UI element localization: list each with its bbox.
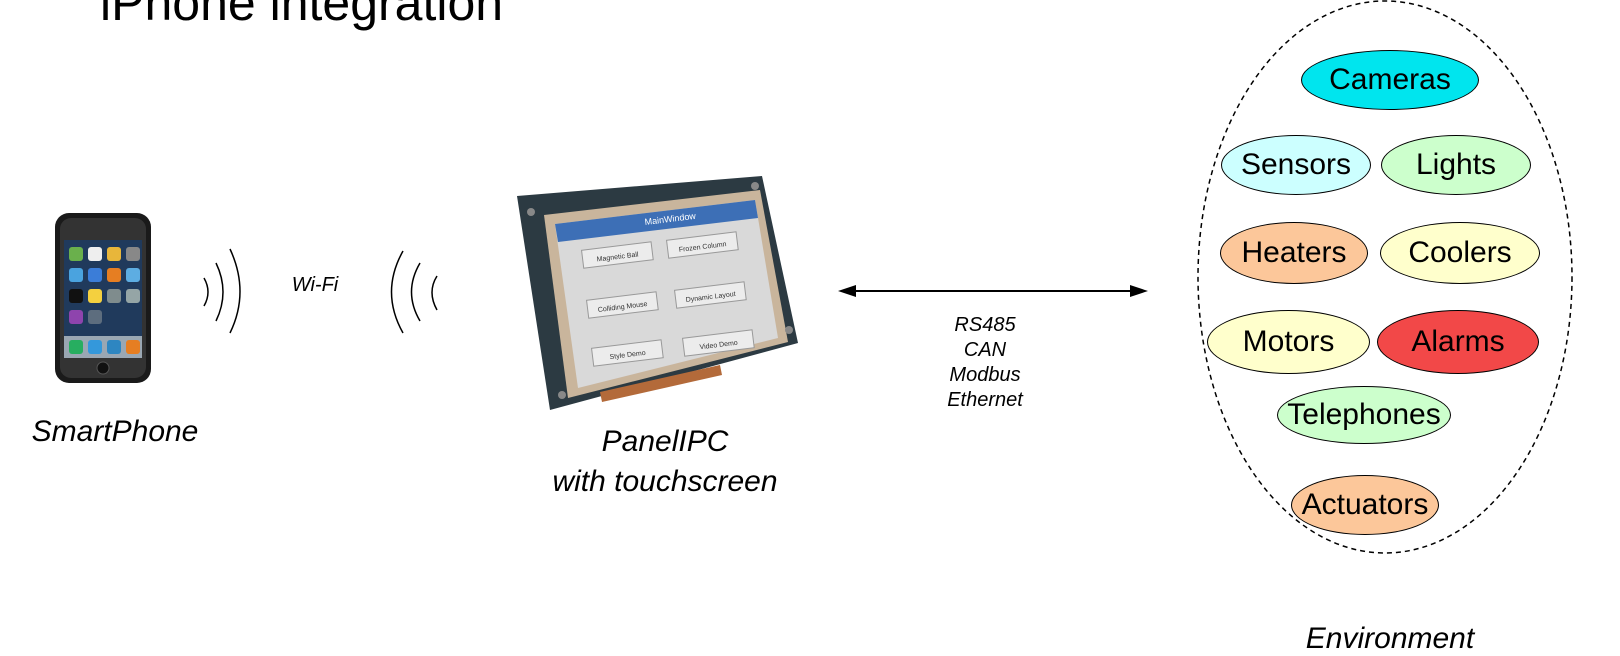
protocol-item: Ethernet [947,389,1023,411]
environment-boundary [1197,0,1573,554]
protocol-item: Modbus [949,364,1021,386]
panelpc-label-line2: with touchscreen [552,465,778,498]
protocol-list: RS485 CAN Modbus Ethernet [900,313,1070,413]
smartphone-image [55,213,151,383]
panel-screen-button: Colliding Mouse [585,291,659,319]
env-item-cameras: Cameras [1301,50,1479,110]
panelpc-image [517,176,798,410]
env-item-lights: Lights [1381,135,1531,195]
panel-screen-button: Dynamic Layout [673,281,747,309]
env-item-telephones: Telephones [1277,386,1451,444]
panelpc-label: PanelIPC with touchscreen [505,422,825,502]
panel-screen-button: Frozen Column [665,231,739,259]
protocol-item: RS485 [954,314,1016,336]
wifi-waves-right-icon [390,250,438,334]
protocol-item: CAN [963,339,1007,361]
panel-screen-button-label: Style Demo [609,350,646,361]
bidirectional-arrow-icon [838,285,1148,297]
wifi-label: Wi-Fi [291,274,339,296]
env-item-coolers: Coolers [1380,222,1540,284]
wifi-waves-left-icon [203,248,241,334]
env-item-actuators: Actuators [1291,475,1439,535]
env-item-motors: Motors [1207,310,1370,374]
environment-label: Environment [1305,622,1475,655]
panelpc-label-line1: PanelIPC [601,425,729,458]
page-title: iPhone integration [100,0,504,31]
smartphone-label: SmartPhone [31,415,199,448]
panel-screen-button: Magnetic Ball [580,241,654,269]
env-item-alarms: Alarms [1377,310,1539,374]
phone-app-icons [64,247,142,358]
panel-screen-button-label: Video Demo [699,340,738,352]
panel-screen-button: Video Demo [681,329,755,357]
env-item-sensors: Sensors [1221,135,1371,195]
env-item-heaters: Heaters [1220,222,1368,284]
panel-screen-button: Style Demo [590,339,664,367]
